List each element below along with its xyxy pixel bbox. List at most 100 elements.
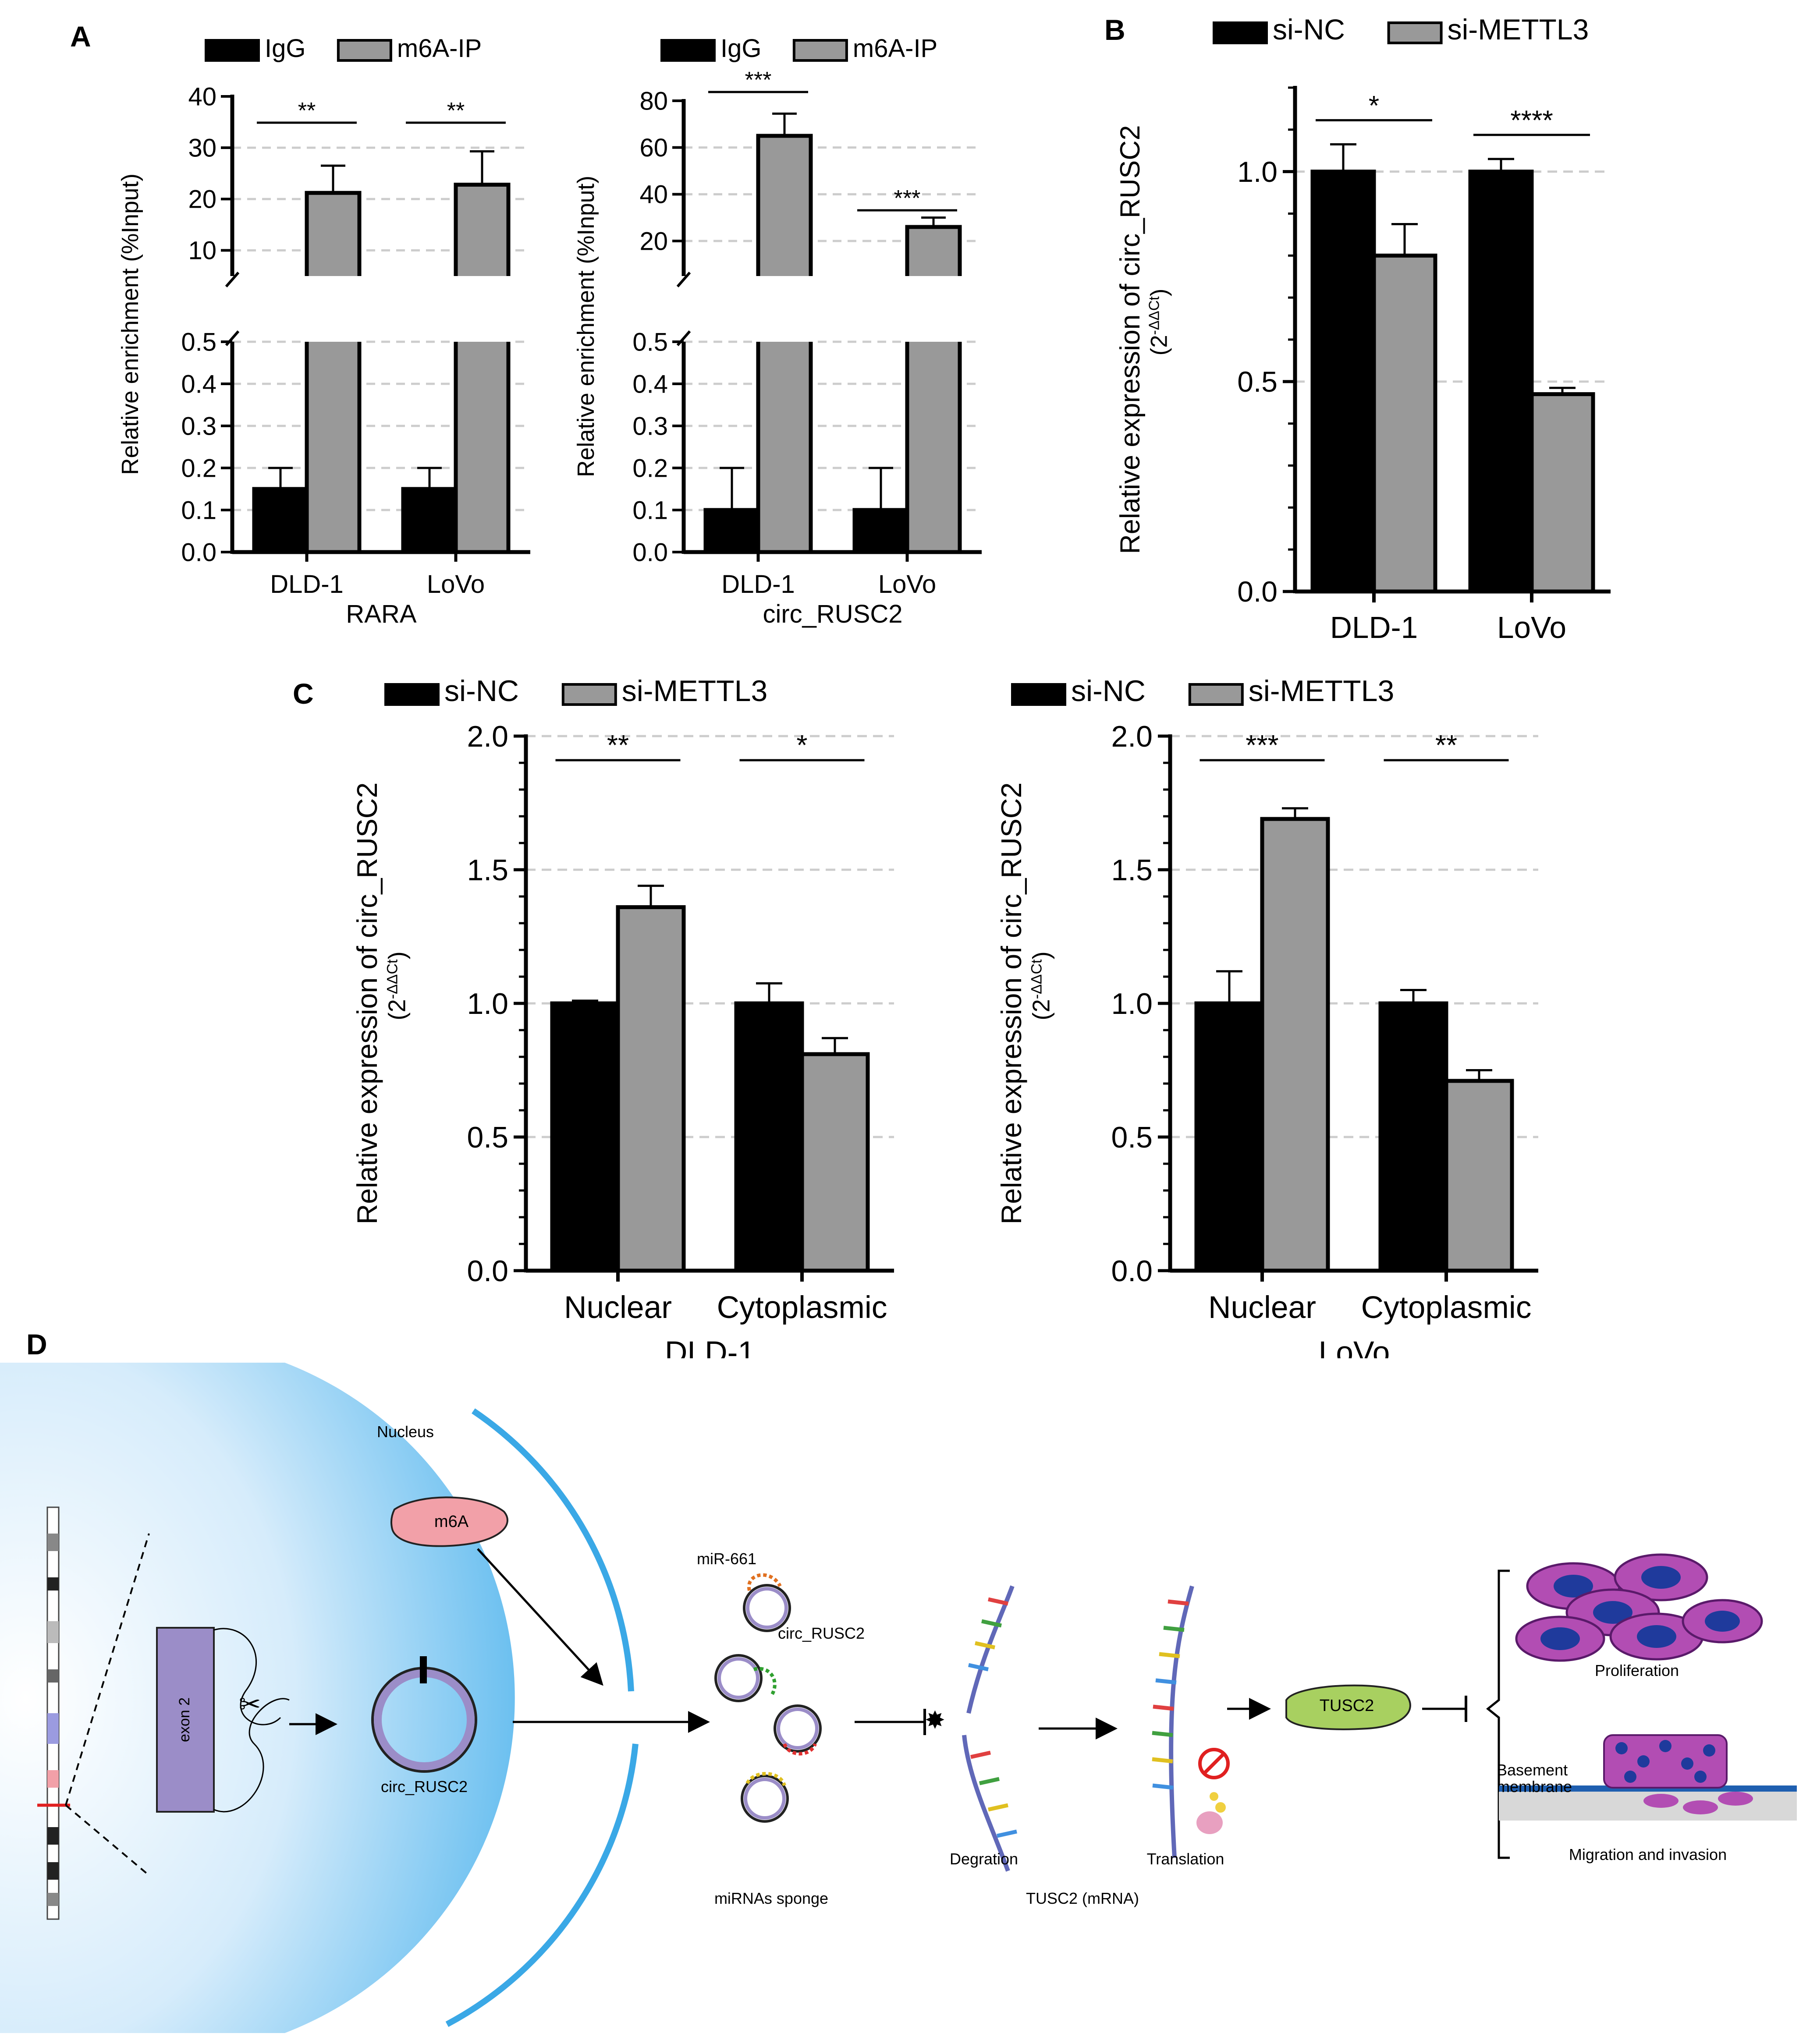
mirna-sponge-group: [714, 1573, 822, 1823]
migration-cells-icon: [1499, 1734, 1797, 1821]
y-tick-label: 40: [639, 181, 668, 209]
panel-label-a: A: [70, 20, 91, 53]
y-tick-label: 0.1: [181, 496, 216, 524]
y-tick-label: 0.2: [632, 454, 668, 482]
y-tick-label: 0.0: [181, 538, 216, 567]
y-tick-label: 1.5: [467, 854, 508, 887]
bar-si-NC-Nuclear: [1194, 1001, 1264, 1273]
bar-IgG-DLD-1: [252, 487, 309, 554]
x-tick-label: Nuclear: [564, 1290, 672, 1325]
legend-label-0: si-NC: [1071, 675, 1146, 708]
bar-si-METTL3-Cytoplasmic: [1444, 1079, 1514, 1273]
x-tick-label: Nuclear: [1208, 1290, 1316, 1325]
mechanism-diagram: Nucleus exon 2 ✂ circ_RUSC2 m6A: [0, 1363, 1797, 2033]
y-axis-label: Relative enrichment (%Input): [117, 174, 143, 475]
significance-label: *: [1369, 90, 1379, 121]
legend-swatch-0: [660, 39, 716, 62]
tusc2-label: TUSC2: [1320, 1697, 1374, 1715]
bar-IgG-LoVo: [852, 508, 909, 554]
bar-si-METTL3-Nuclear: [1260, 817, 1330, 1273]
exon-2-block: [156, 1627, 215, 1813]
proliferation-cells-icon: [1515, 1553, 1763, 1662]
outcome-bracket: [1486, 1569, 1510, 1859]
x-tick-label: Cytoplasmic: [1361, 1290, 1532, 1325]
y-tick-label: 2.0: [467, 720, 508, 753]
y-tick-label: 0.3: [632, 412, 668, 440]
y-tick-label: 0.5: [632, 328, 668, 356]
legend-label-1: si-METTL3: [1448, 13, 1589, 46]
y-tick-label: 20: [188, 185, 216, 214]
bar-si-NC-Cytoplasmic: [734, 1001, 804, 1273]
legend-swatch-1: [561, 683, 617, 706]
significance-label: **: [607, 730, 629, 761]
x-tick-label: DLD-1: [1330, 610, 1418, 640]
significance-label: *: [796, 730, 807, 761]
legend-swatch-1: [1188, 683, 1244, 706]
x-group-label: DLD-1: [665, 1335, 755, 1358]
y-axis-label: Relative enrichment (%Input): [573, 176, 599, 477]
axis-break-gap: [755, 276, 814, 342]
y-tick-label: 0.2: [181, 454, 216, 482]
y-tick-label: 80: [639, 87, 668, 115]
x-tick-label: LoVo: [427, 570, 485, 599]
y-tick-label: 0.3: [181, 412, 216, 440]
y-tick-label: 20: [639, 227, 668, 255]
mir-661-label: miR-661: [697, 1550, 756, 1568]
bar-si-METTL3-LoVo: [1530, 392, 1595, 594]
nuclear-envelope: [472, 1408, 634, 1692]
legend-label-0: si-NC: [1273, 13, 1345, 46]
y-tick-label: 1.0: [1237, 156, 1278, 188]
significance-label: **: [298, 98, 316, 124]
x-tick-label: Cytoplasmic: [717, 1290, 887, 1325]
x-tick-label: LoVo: [878, 570, 936, 599]
y-axis-unit: (2-ΔΔCt): [1028, 951, 1055, 1020]
mirna-sponge-label: miRNAs sponge: [714, 1889, 828, 1907]
proliferation-label: Proliferation: [1595, 1661, 1679, 1679]
no-translation-icon: [1198, 1748, 1230, 1779]
scissors-icon: ✂: [239, 1690, 261, 1719]
y-tick-label: 1.0: [1111, 987, 1153, 1020]
y-axis-label: Relative expression of circ_RUSC2: [996, 783, 1027, 1225]
bar-m6A-IP-LoVo: [454, 182, 511, 554]
legend-swatch-1: [1387, 21, 1443, 44]
mrna-translation-icon: [1152, 1585, 1226, 1858]
migration-invasion-label: Migration and invasion: [1569, 1846, 1727, 1863]
y-tick-label: 0.0: [467, 1254, 508, 1288]
legend-swatch-0: [384, 683, 440, 706]
legend-label-1: si-METTL3: [622, 675, 767, 708]
bar-m6A-IP-DLD-1: [756, 134, 813, 554]
axis-break-gap: [452, 276, 512, 342]
chromosome-icon: [37, 1506, 150, 1920]
bar-si-NC-LoVo: [1468, 170, 1534, 594]
y-tick-label: 0.5: [1237, 365, 1278, 398]
y-tick-label: 0.5: [181, 328, 216, 356]
tusc2-mrna-label: TUSC2 (mRNA): [1026, 1889, 1139, 1907]
degradation-label: Degration: [950, 1850, 1018, 1868]
x-group-label: LoVo: [1319, 1335, 1390, 1358]
m6a-icon: [390, 1496, 508, 1547]
degraded-mrna-icon: [962, 1585, 1017, 1872]
y-tick-label: 60: [639, 134, 668, 162]
arrow-m6a: [477, 1548, 603, 1686]
legend-swatch-0: [1213, 21, 1268, 44]
nuclear-envelope-lower: [445, 1743, 639, 2027]
degradation-burst-icon: ✸: [925, 1706, 945, 1734]
legend-label-1: si-METTL3: [1249, 675, 1394, 708]
y-tick-label: 0.4: [632, 370, 668, 398]
y-tick-label: 0.1: [632, 496, 668, 524]
y-tick-label: 40: [188, 82, 216, 111]
axis-break-mark: [676, 272, 691, 287]
nucleus-label: Nucleus: [377, 1423, 434, 1441]
y-tick-label: 2.0: [1111, 720, 1153, 753]
bar-si-METTL3-Cytoplasmic: [800, 1052, 870, 1273]
y-axis-label: Relative expression of circ_RUSC2: [351, 783, 383, 1225]
x-tick-label: DLD-1: [721, 570, 795, 599]
x-tick-label: DLD-1: [270, 570, 344, 599]
y-tick-label: 30: [188, 134, 216, 162]
axis-break-gap: [303, 276, 363, 342]
bar-si-NC-Nuclear: [550, 1001, 620, 1273]
